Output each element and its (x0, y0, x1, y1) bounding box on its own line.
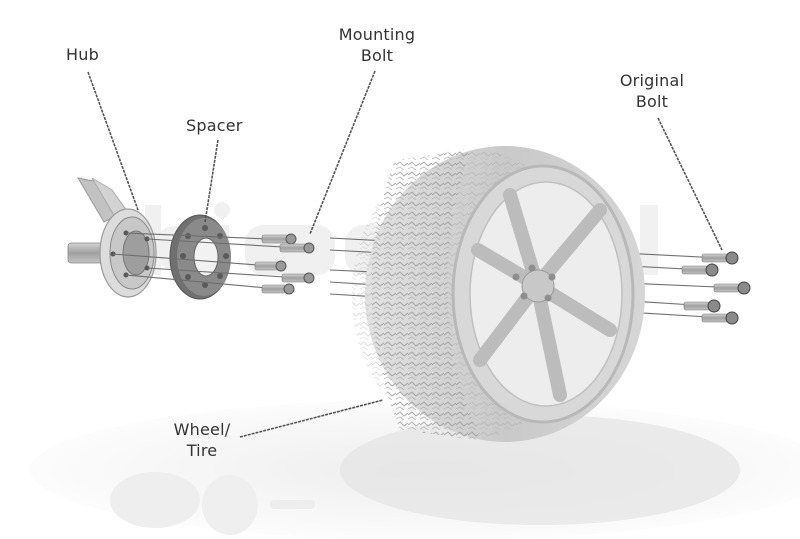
label-mounting-bolt: Mounting Bolt (332, 24, 422, 66)
original-bolt (701, 311, 739, 325)
original-bolt (683, 299, 721, 313)
label-spacer: Spacer (186, 115, 243, 136)
leader-line-wheel-tire (239, 399, 384, 438)
mounting-bolt (261, 283, 295, 295)
mounting-bolts (254, 233, 315, 295)
wheel-tire (352, 146, 645, 442)
original-bolt (701, 251, 739, 265)
leader-line-original-bolt (657, 117, 723, 251)
label-original-bolt-line1: Original (619, 71, 685, 90)
original-bolts (681, 251, 751, 325)
mounting-bolt (279, 242, 315, 254)
mounting-bolt (281, 272, 315, 284)
label-hub: Hub (66, 44, 99, 65)
mounting-bolt (254, 260, 287, 272)
label-wheel-tire: Wheel/ Tire (166, 419, 238, 461)
label-mounting-bolt-line2: Bolt (360, 46, 394, 65)
original-bolt (713, 281, 751, 295)
floor-reflection (30, 400, 800, 539)
label-spacer-line1: Spacer (186, 116, 243, 135)
leader-lines (87, 70, 723, 438)
label-wheel-tire-line1: Wheel/ (173, 420, 231, 439)
label-wheel-tire-line2: Tire (186, 441, 218, 460)
label-mounting-bolt-line1: Mounting (338, 25, 416, 44)
spacer-disc (169, 214, 231, 300)
leader-line-hub (87, 71, 139, 211)
hub-assembly (67, 177, 157, 298)
label-original-bolt: Original Bolt (610, 70, 694, 112)
label-original-bolt-line2: Bolt (635, 92, 669, 111)
mounting-bolt (261, 233, 297, 245)
leader-line-mounting-bolt (309, 70, 376, 235)
original-bolt (681, 263, 719, 277)
leader-line-spacer (204, 139, 219, 223)
label-hub-line1: Hub (66, 45, 99, 64)
